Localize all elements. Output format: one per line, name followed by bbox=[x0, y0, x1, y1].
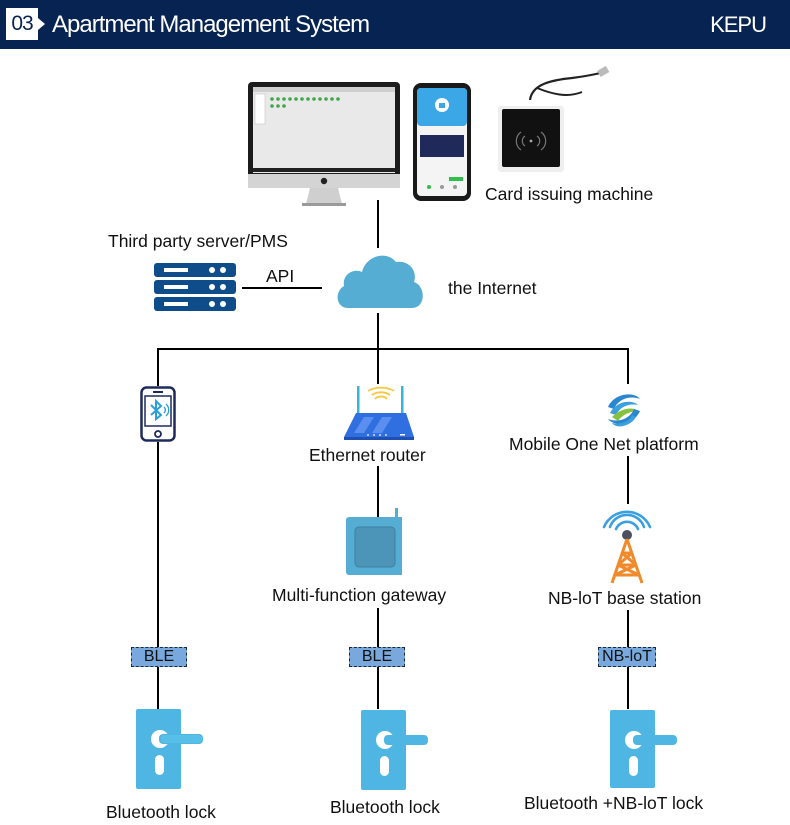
wifi-router-icon bbox=[344, 386, 414, 440]
connector-line bbox=[627, 610, 629, 647]
protocol-tag-ble: BLE bbox=[131, 647, 187, 667]
brand-name: KEPU bbox=[710, 12, 767, 37]
connector-line bbox=[627, 348, 629, 384]
gateway-icon bbox=[346, 508, 402, 575]
bluetooth-phone-icon bbox=[140, 386, 176, 442]
server-rack-icon bbox=[154, 263, 236, 311]
smartphone-app-icon bbox=[413, 83, 471, 201]
cloud-icon bbox=[337, 255, 423, 308]
connector-line bbox=[377, 466, 379, 518]
page-title: Apartment Management System bbox=[52, 11, 370, 38]
gateway-label: Multi-function gateway bbox=[272, 585, 447, 605]
network-bus-line bbox=[157, 348, 629, 350]
router-label: Ethernet router bbox=[309, 445, 426, 465]
china-mobile-logo-icon bbox=[608, 394, 640, 427]
base-station-label: NB-loT base station bbox=[548, 588, 702, 608]
protocol-tag-ble: BLE bbox=[349, 647, 405, 667]
connector-line bbox=[627, 667, 629, 709]
card-reader-icon bbox=[498, 66, 610, 172]
protocol-tag-nbiot: NB-loT bbox=[598, 647, 656, 667]
connector-line bbox=[157, 442, 159, 647]
connector-line bbox=[377, 667, 379, 709]
connector-line bbox=[377, 348, 379, 384]
arrow-icon bbox=[38, 18, 45, 30]
section-number: 03 bbox=[6, 8, 38, 40]
connector-line bbox=[627, 456, 629, 504]
connector-line bbox=[377, 200, 379, 248]
api-connector-line bbox=[242, 287, 322, 289]
connector-line bbox=[157, 348, 159, 386]
door-lock-icon bbox=[610, 710, 677, 788]
lock-label-3: Bluetooth +NB-loT lock bbox=[524, 793, 704, 813]
door-lock-icon bbox=[136, 709, 203, 789]
connector-line bbox=[377, 313, 379, 349]
lock-label-2: Bluetooth lock bbox=[330, 797, 440, 817]
cell-tower-icon bbox=[602, 510, 652, 584]
connector-line bbox=[157, 667, 159, 709]
lock-label-1: Bluetooth lock bbox=[106, 802, 216, 822]
internet-label: the Internet bbox=[448, 278, 537, 298]
door-lock-icon bbox=[361, 710, 428, 790]
card-machine-label: Card issuing machine bbox=[485, 184, 654, 204]
header-bar: 03 Apartment Management System KEPU bbox=[0, 0, 790, 49]
platform-label: Mobile One Net platform bbox=[509, 434, 699, 454]
api-label: API bbox=[266, 266, 295, 286]
connector-line bbox=[377, 608, 379, 647]
server-label: Third party server/PMS bbox=[108, 231, 288, 251]
desktop-computer-icon bbox=[248, 82, 400, 206]
